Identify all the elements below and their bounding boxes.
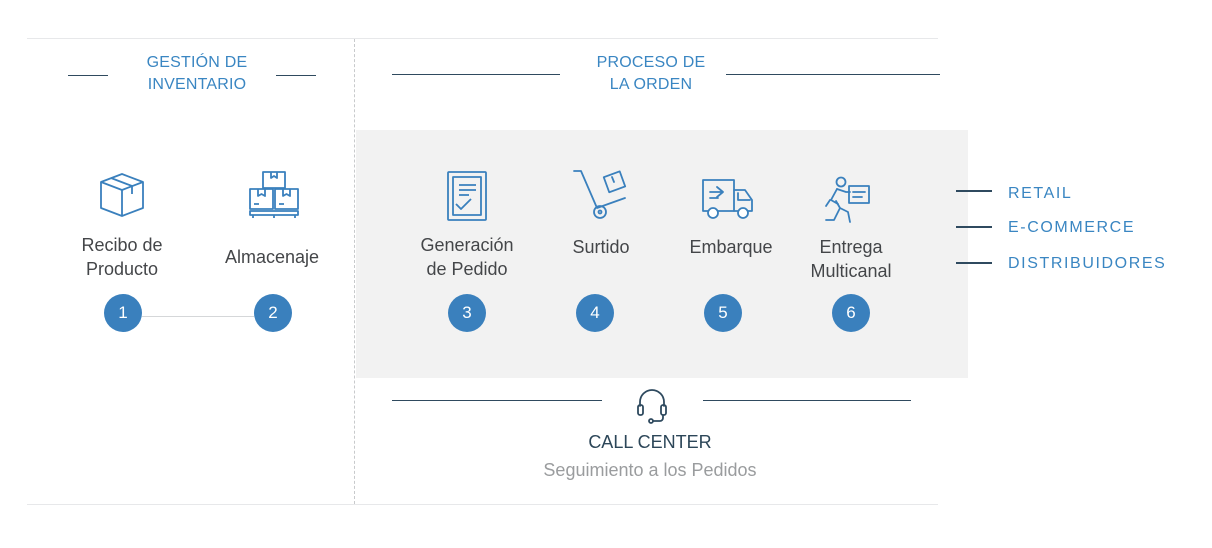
step-5-label: Embarque [689, 237, 773, 257]
step-4-label: Surtido [572, 237, 630, 257]
step-3-label: Generación de Pedido [420, 235, 514, 279]
inventory-title-rule-left [68, 75, 108, 76]
step-1-number: 1 [104, 294, 142, 332]
section-separator [354, 39, 355, 504]
channel-rule-ecommerce [956, 226, 992, 228]
step-1-2-connector [142, 316, 254, 317]
box-icon [99, 172, 145, 218]
headset-icon [636, 388, 668, 424]
step-2-label: Almacenaje [224, 247, 320, 267]
channel-rule-distribuidores [956, 262, 992, 264]
step-3-number: 3 [448, 294, 486, 332]
call-center-title: CALL CENTER [588, 432, 712, 452]
call-center-rule-right [703, 400, 911, 401]
inventory-title: GESTIÓN DE INVENTARIO [146, 54, 248, 93]
step-1-label: Recibo de Producto [81, 235, 163, 279]
channel-ecommerce: E-COMMERCE [1008, 219, 1136, 236]
order-title-rule-right [726, 74, 940, 75]
step-6-number: 6 [832, 294, 870, 332]
channel-distribuidores: DISTRIBUIDORES [1008, 255, 1167, 272]
pallet-boxes-icon [249, 171, 299, 219]
order-title: PROCESO DE LA ORDEN [596, 54, 706, 93]
call-center-subtitle: Seguimiento a los Pedidos [543, 460, 757, 480]
bottom-divider [27, 504, 938, 505]
step-4-number: 4 [576, 294, 614, 332]
step-5-number: 5 [704, 294, 742, 332]
hand-truck-icon [573, 168, 633, 220]
courier-icon [822, 176, 872, 224]
order-document-icon [447, 171, 487, 221]
step-6-label: Entrega Multicanal [810, 237, 892, 281]
top-divider [27, 38, 938, 39]
channel-retail: RETAIL [1008, 185, 1073, 202]
channel-rule-retail [956, 190, 992, 192]
call-center-rule-left [392, 400, 602, 401]
inventory-title-rule-right [276, 75, 316, 76]
delivery-truck-icon [702, 178, 754, 220]
order-title-rule-left [392, 74, 560, 75]
step-2-number: 2 [254, 294, 292, 332]
